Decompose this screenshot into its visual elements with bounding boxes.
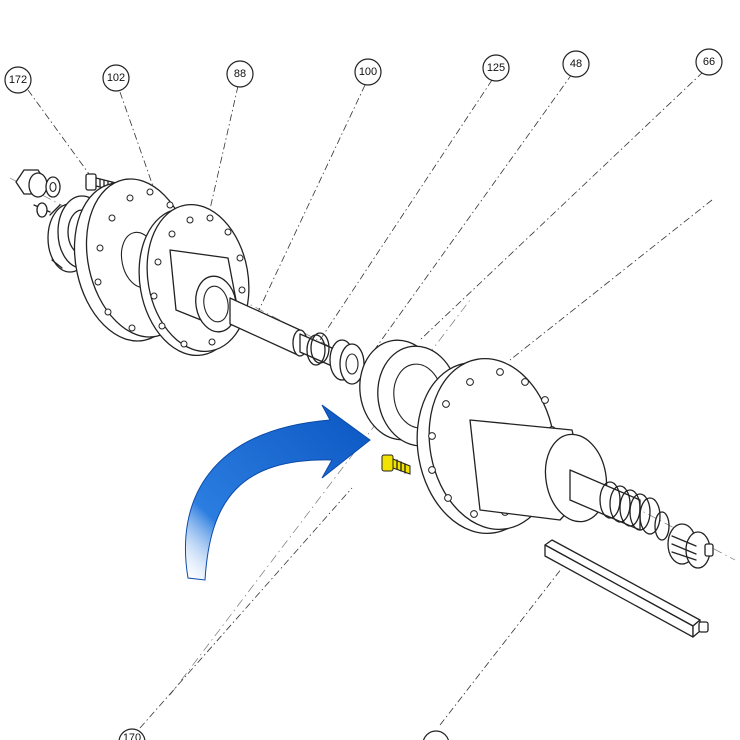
curved-arrow-icon <box>184 404 371 581</box>
key-bar <box>544 539 709 638</box>
callout-125: 125 <box>482 54 510 82</box>
spring <box>599 481 670 541</box>
svg-text:170: 170 <box>123 732 141 740</box>
svg-text:88: 88 <box>234 68 246 80</box>
callout-48: 48 <box>562 50 590 78</box>
shaft-100 <box>229 297 333 367</box>
svg-text:172: 172 <box>9 74 27 86</box>
leader-lines <box>27 71 713 729</box>
ring-125 <box>306 332 330 366</box>
housing-66 <box>416 357 641 535</box>
svg-text:100: 100 <box>359 66 377 78</box>
callout-100: 100 <box>354 58 382 86</box>
callout-102: 102 <box>102 64 130 92</box>
callout-partial <box>423 730 449 740</box>
collar-48 <box>329 339 365 385</box>
svg-text:125: 125 <box>487 62 505 74</box>
end-cap <box>667 523 714 569</box>
svg-text:102: 102 <box>107 72 125 84</box>
nut-washer-group <box>15 169 61 218</box>
flange-88 <box>138 203 250 357</box>
svg-text:48: 48 <box>570 58 582 70</box>
callout-170: 170 <box>118 728 146 740</box>
svg-text:66: 66 <box>703 56 715 68</box>
highlighted-screw-icon <box>381 454 411 475</box>
callout-172: 172 <box>4 66 32 94</box>
callout-88: 88 <box>226 60 254 88</box>
callout-66: 66 <box>695 48 723 76</box>
